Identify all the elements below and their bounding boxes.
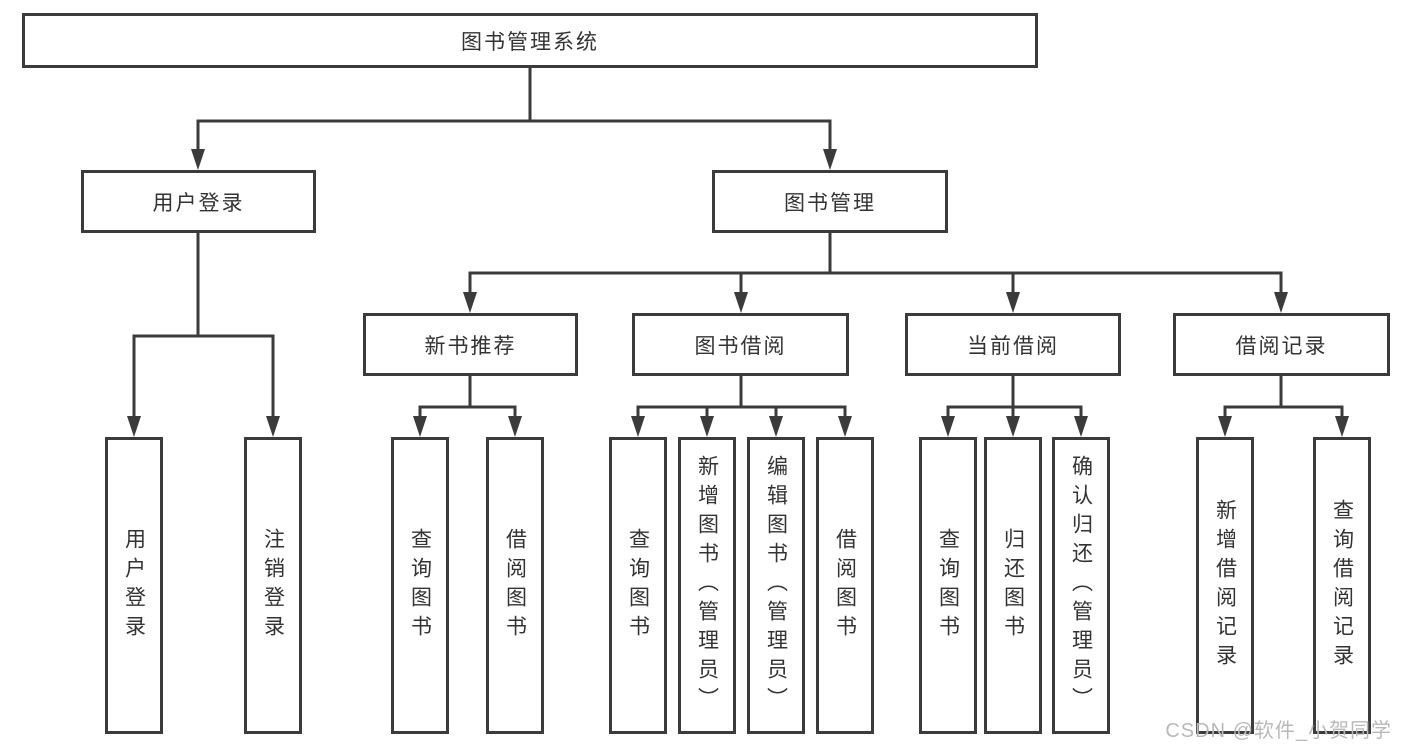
node-label: 注销登录 — [261, 527, 285, 644]
arrowhead — [700, 416, 714, 437]
node-label: 确认归还（管理员） — [1069, 455, 1093, 716]
leaf-user-login: 用户登录 — [105, 437, 163, 734]
node-label: 查询图书 — [936, 527, 960, 644]
node-label: 新书推荐 — [424, 334, 517, 358]
node-new-book-recommend: 新书推荐 — [363, 313, 578, 376]
arrowheads — [127, 149, 1349, 437]
node-borrow-records: 借阅记录 — [1173, 313, 1390, 376]
connector-new-book — [418, 374, 517, 421]
leaf-confirm-return-admin: 确认归还（管理员） — [1052, 437, 1110, 734]
arrowhead — [1006, 292, 1020, 313]
csdn-watermark: CSDN @软件_小贺同学 — [1165, 720, 1392, 742]
leaf-recommend-query-book: 查询图书 — [391, 437, 449, 734]
node-label: 借阅图书 — [833, 527, 857, 644]
node-label: 当前借阅 — [967, 334, 1059, 358]
node-label: 借阅记录 — [1235, 334, 1328, 358]
node-label: 归还图书 — [1001, 527, 1025, 644]
leaf-edit-book-admin: 编辑图书（管理员） — [747, 437, 805, 734]
arrowhead — [191, 149, 205, 170]
node-label: 新增借阅记录 — [1213, 498, 1237, 673]
node-root-system: 图书管理系统 — [22, 13, 1038, 68]
node-book-borrow: 图书借阅 — [632, 313, 849, 376]
arrowhead — [941, 416, 955, 437]
leaf-current-query-book: 查询图书 — [919, 437, 977, 734]
leaf-borrow-query-book: 查询图书 — [609, 437, 667, 734]
arrowhead — [508, 416, 522, 437]
leaf-add-borrow-record: 新增借阅记录 — [1196, 437, 1254, 734]
node-book-management: 图书管理 — [712, 170, 948, 233]
node-label: 查询图书 — [626, 527, 650, 644]
arrowhead — [266, 416, 280, 437]
arrowhead — [1218, 416, 1232, 437]
arrowhead — [1074, 416, 1088, 437]
connector-user-login — [132, 231, 275, 421]
node-label: 图书管理 — [784, 191, 876, 215]
arrowhead — [734, 292, 748, 313]
node-label: 用户登录 — [122, 527, 146, 644]
connector-current-borrow — [946, 374, 1083, 421]
arrowhead — [769, 416, 783, 437]
arrowhead — [1006, 416, 1020, 437]
node-label: 借阅图书 — [503, 527, 527, 644]
connector-book-mgmt — [468, 231, 1283, 298]
arrowhead — [823, 149, 837, 170]
arrowhead — [413, 416, 427, 437]
node-label: 用户登录 — [152, 191, 245, 215]
arrowhead — [838, 416, 852, 437]
node-label: 图书管理系统 — [461, 30, 599, 54]
node-label: 查询图书 — [408, 527, 432, 644]
connector-book-borrow — [636, 374, 847, 421]
leaf-add-book-admin: 新增图书（管理员） — [678, 437, 736, 734]
node-label: 新增图书（管理员） — [695, 455, 719, 716]
arrowhead — [1335, 416, 1349, 437]
node-label: 编辑图书（管理员） — [764, 455, 788, 716]
leaf-borrow-book: 借阅图书 — [816, 437, 874, 734]
arrowhead — [463, 292, 477, 313]
arrowhead — [127, 416, 141, 437]
arrowhead — [1274, 292, 1288, 313]
node-label: 图书借阅 — [694, 334, 787, 358]
node-label: 查询借阅记录 — [1330, 498, 1354, 673]
leaf-return-book: 归还图书 — [984, 437, 1042, 734]
leaf-query-borrow-record: 查询借阅记录 — [1313, 437, 1371, 734]
leaf-logout: 注销登录 — [244, 437, 302, 734]
leaf-recommend-borrow-book: 借阅图书 — [486, 437, 544, 734]
node-user-login: 用户登录 — [81, 170, 316, 233]
connector-borrow-records — [1223, 374, 1344, 421]
connector-root — [196, 66, 832, 154]
arrowhead — [631, 416, 645, 437]
node-current-borrow: 当前借阅 — [905, 313, 1121, 376]
